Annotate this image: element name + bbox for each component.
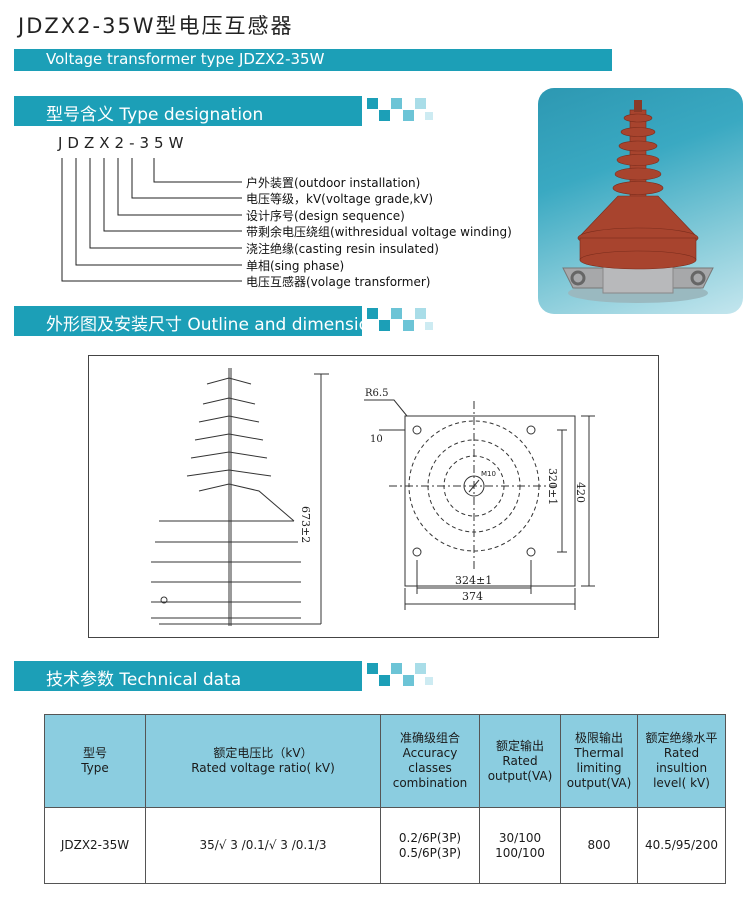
table-cell: 0.2/6P(3P) 0.5/6P(3P)	[380, 807, 480, 884]
designation-line-6: 单相(sing phase)	[246, 259, 345, 273]
dim-324-label: 324±1	[455, 574, 492, 587]
technical-data-table: 型号 Type 额定电压比（kV） Rated voltage ratio( k…	[44, 714, 726, 884]
pixel-decoration	[367, 661, 437, 691]
designation-line-4: 带剩余电压绕组(withresidual voltage winding)	[246, 225, 512, 239]
page-title: JDZX2-35W型电压互感器	[18, 14, 294, 38]
header-type: 型号 Type	[81, 746, 109, 775]
section-title-outline: 外形图及安装尺寸 Outline and dimensions	[46, 315, 389, 335]
subtitle-bar: Voltage transformer type JDZX2-35W	[14, 49, 612, 71]
cell-type: JDZX2-35W	[60, 838, 130, 852]
table-row: JDZX2-35W 35/√ 3 /0.1/√ 3 /0.1/3 0.2/6P(…	[44, 807, 726, 884]
designation-code: JDZX2-35W	[58, 134, 189, 152]
section-bar-technical: 技术参数 Technical data	[14, 661, 362, 691]
cell-accuracy: 0.2/6P(3P) 0.5/6P(3P)	[398, 830, 462, 860]
table-header-row: 型号 Type 额定电压比（kV） Rated voltage ratio( k…	[44, 714, 726, 808]
section-title-type-designation: 型号含义 Type designation	[46, 105, 264, 125]
header-rated-output: 额定输出 Rated output(VA)	[487, 738, 553, 783]
table-header-cell: 额定电压比（kV） Rated voltage ratio( kV)	[145, 714, 381, 808]
header-voltage-ratio: 额定电压比（kV） Rated voltage ratio( kV)	[191, 746, 335, 775]
table-header-cell: 准确级组合 Accuracy classes combination	[380, 714, 480, 808]
table-header-cell: 额定输出 Rated output(VA)	[479, 714, 561, 808]
dim-320-label: 320±1	[546, 468, 559, 505]
subtitle-en: Voltage transformer type JDZX2-35W	[46, 50, 325, 68]
dim-m10-label: M10	[481, 470, 496, 478]
designation-line-3: 设计序号(design sequence)	[246, 209, 405, 223]
cell-voltage-ratio: 35/√ 3 /0.1/√ 3 /0.1/3	[199, 838, 327, 852]
dim-420-label: 420	[574, 482, 587, 503]
cell-insulation-level: 40.5/95/200	[645, 838, 718, 852]
dim-radius-label: R6.5	[365, 388, 388, 399]
section-bar-outline: 外形图及安装尺寸 Outline and dimensions	[14, 306, 389, 336]
table-cell: 800	[560, 807, 638, 884]
header-accuracy: 准确级组合 Accuracy classes combination	[392, 731, 468, 790]
cell-rated-output: 30/100 100/100	[495, 830, 545, 860]
table-header-cell: 极限输出 Thermal limiting output(VA)	[560, 714, 638, 808]
section-title-technical: 技术参数 Technical data	[46, 670, 242, 690]
product-photo	[538, 88, 743, 314]
pixel-decoration	[367, 306, 437, 336]
designation-line-2: 电压等级，kV(voltage grade,kV)	[246, 192, 434, 206]
table-cell: JDZX2-35W	[44, 807, 146, 884]
header-thermal-output: 极限输出 Thermal limiting output(VA)	[566, 731, 632, 790]
designation-line-1: 户外装置(outdoor installation)	[246, 176, 421, 190]
table-cell: 35/√ 3 /0.1/√ 3 /0.1/3	[145, 807, 381, 884]
dim-ten-label: 10	[370, 434, 383, 445]
header-insulation-level: 额定绝缘水平 Rated insultion level( kV)	[645, 731, 718, 790]
table-cell: 40.5/95/200	[637, 807, 726, 884]
dim-374-label: 374	[462, 590, 483, 603]
designation-line-5: 浇注绝缘(casting resin insulated)	[246, 242, 439, 256]
section-bar-type-designation: 型号含义 Type designation	[14, 96, 362, 126]
pixel-decoration	[367, 96, 437, 126]
outline-drawing: 673±2 R6.5 10 M10 320±1 420 324±1 374	[88, 355, 659, 638]
table-header-cell: 型号 Type	[44, 714, 146, 808]
cell-thermal-output: 800	[587, 838, 611, 852]
table-header-cell: 额定绝缘水平 Rated insultion level( kV)	[637, 714, 726, 808]
designation-bracket-lines	[61, 158, 242, 282]
designation-line-7: 电压互感器(volage transformer)	[246, 275, 431, 289]
table-cell: 30/100 100/100	[479, 807, 561, 884]
dim-height-label: 673±2	[299, 506, 312, 543]
